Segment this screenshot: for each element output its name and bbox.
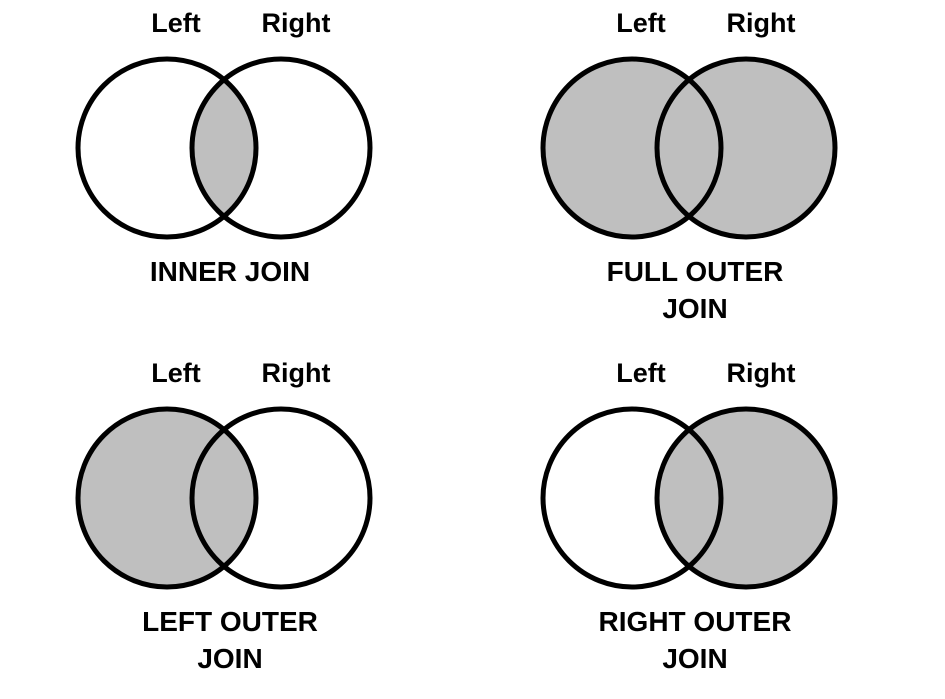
venn-svg-left-outer-join bbox=[75, 406, 373, 590]
set-labels: Left Right bbox=[20, 356, 440, 400]
venn-graphic bbox=[485, 400, 905, 596]
venn-graphic bbox=[20, 50, 440, 246]
diagram-caption: FULL OUTER JOIN bbox=[606, 256, 784, 324]
right-circle-outline bbox=[654, 406, 838, 590]
right-set-label: Right bbox=[261, 8, 331, 38]
diagram-right-outer-join: Left Right RIGHT OUTER JOIN bbox=[485, 356, 905, 677]
left-circle-fill bbox=[78, 409, 256, 587]
right-set-label: Right bbox=[726, 8, 796, 38]
left-circle-outline bbox=[540, 56, 724, 240]
right-circle-fill bbox=[657, 59, 835, 237]
diagram-caption: RIGHT OUTER JOIN bbox=[598, 606, 792, 674]
diagram-caption: INNER JOIN bbox=[149, 256, 311, 287]
diagram-full-outer-join: Left Right FULL OUTER JOIN bbox=[485, 6, 905, 327]
venn-graphic bbox=[20, 400, 440, 596]
left-set-label: Left bbox=[616, 8, 666, 38]
set-labels: Left Right bbox=[20, 6, 440, 50]
diagram-caption: LEFT OUTER JOIN bbox=[142, 606, 318, 674]
left-circle-outline bbox=[540, 406, 724, 590]
left-set-label: Left bbox=[151, 8, 201, 38]
right-set-label: Right bbox=[726, 358, 796, 388]
right-circle-outline bbox=[654, 56, 838, 240]
diagram-inner-join: Left Right INNER JOIN bbox=[20, 6, 440, 290]
diagram-left-outer-join: Left Right LEFT OUTER JOIN bbox=[20, 356, 440, 677]
left-set-label: Left bbox=[151, 358, 201, 388]
venn-svg-inner-join bbox=[75, 56, 373, 240]
set-labels: Left Right bbox=[485, 356, 905, 400]
venn-graphic bbox=[485, 50, 905, 246]
right-circle-outline bbox=[189, 56, 373, 240]
venn-svg-right-outer-join bbox=[540, 406, 838, 590]
set-labels: Left Right bbox=[485, 6, 905, 50]
left-set-label: Left bbox=[616, 358, 666, 388]
left-circle-outline bbox=[75, 56, 259, 240]
right-circle-fill bbox=[657, 409, 835, 587]
intersection-region bbox=[192, 59, 256, 237]
venn-svg-full-outer-join bbox=[540, 56, 838, 240]
right-set-label: Right bbox=[261, 358, 331, 388]
right-circle-outline bbox=[189, 406, 373, 590]
left-circle-outline bbox=[75, 406, 259, 590]
